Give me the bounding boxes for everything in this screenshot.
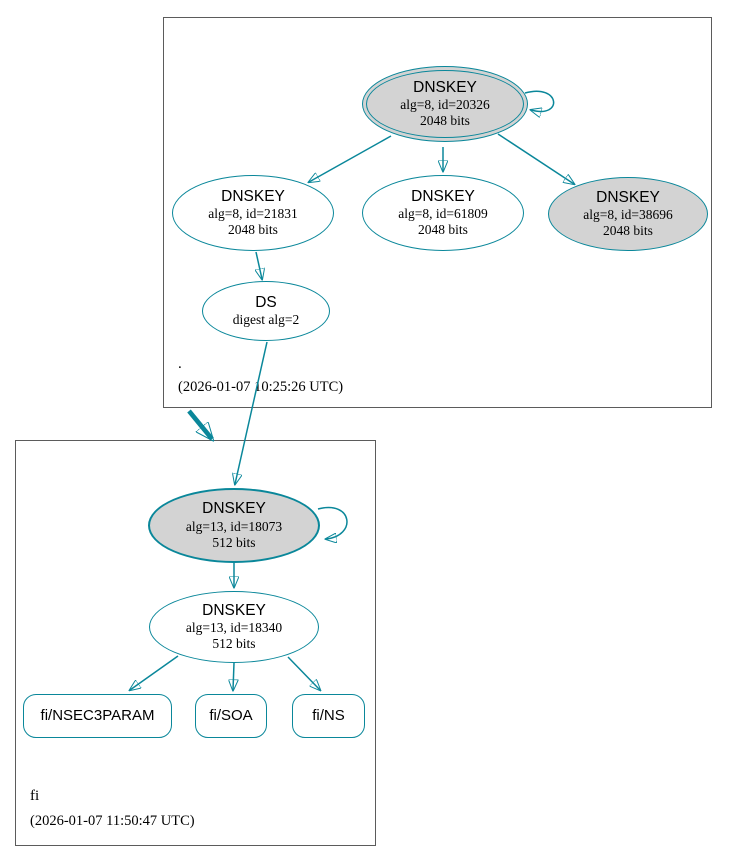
dnskey-bits: 2048 bits [603, 223, 653, 239]
dnskey-title: DNSKEY [596, 188, 660, 206]
dnskey-title: DNSKEY [221, 187, 285, 205]
dnskey-alg-id: alg=8, id=61809 [398, 206, 488, 222]
ds-title: DS [255, 293, 277, 311]
rrset-label: fi/NSEC3PARAM [40, 707, 155, 725]
dnskey-title: DNSKEY [202, 601, 266, 619]
rrset-node-fi-nsec3param[interactable]: fi/NSEC3PARAM [23, 694, 172, 738]
dnskey-node-root-ksk-20326[interactable]: DNSKEY alg=8, id=20326 2048 bits [362, 66, 528, 142]
dnskey-alg-id: alg=13, id=18073 [185, 518, 283, 534]
dnskey-node-root-zsk-61809[interactable]: DNSKEY alg=8, id=61809 2048 bits [362, 175, 524, 251]
dnskey-title: DNSKEY [411, 187, 475, 205]
ds-node-fi[interactable]: DS digest alg=2 [202, 281, 330, 341]
dnskey-bits: 2048 bits [228, 222, 278, 238]
edge-delegation-root-to-fi [187, 409, 212, 439]
dnskey-title: DNSKEY [413, 78, 477, 96]
dnskey-alg-id: alg=8, id=38696 [583, 207, 673, 223]
zone-box-fi: fi (2026-01-07 11:50:47 UTC) [15, 440, 376, 846]
zone-timestamp-fi: (2026-01-07 11:50:47 UTC) [30, 813, 195, 829]
dnskey-bits: 2048 bits [418, 222, 468, 238]
zone-label-root: . [178, 356, 182, 372]
dnskey-node-fi-ksk-18073[interactable]: DNSKEY alg=13, id=18073 512 bits [148, 488, 320, 563]
dnskey-title: DNSKEY [202, 500, 266, 518]
dnskey-node-root-ksk-38696[interactable]: DNSKEY alg=8, id=38696 2048 bits [548, 177, 708, 251]
dnskey-alg-id: alg=8, id=20326 [400, 97, 490, 113]
rrset-label: fi/SOA [209, 707, 253, 725]
rrset-node-fi-ns[interactable]: fi/NS [292, 694, 365, 738]
dnskey-alg-id: alg=8, id=21831 [208, 206, 298, 222]
zone-label-fi: fi [30, 788, 40, 804]
dnskey-alg-id: alg=13, id=18340 [185, 620, 283, 636]
dnskey-bits: 2048 bits [420, 113, 470, 129]
dnskey-node-root-zsk-21831[interactable]: DNSKEY alg=8, id=21831 2048 bits [172, 175, 334, 251]
rrset-node-fi-soa[interactable]: fi/SOA [195, 694, 267, 738]
dnskey-node-fi-zsk-18340[interactable]: DNSKEY alg=13, id=18340 512 bits [149, 591, 319, 663]
ds-digest-alg: digest alg=2 [232, 312, 300, 328]
dnskey-bits: 512 bits [212, 534, 256, 550]
rrset-label: fi/NS [312, 707, 345, 725]
zone-timestamp-root: (2026-01-07 10:25:26 UTC) [178, 379, 344, 395]
dnskey-bits: 512 bits [212, 636, 256, 652]
